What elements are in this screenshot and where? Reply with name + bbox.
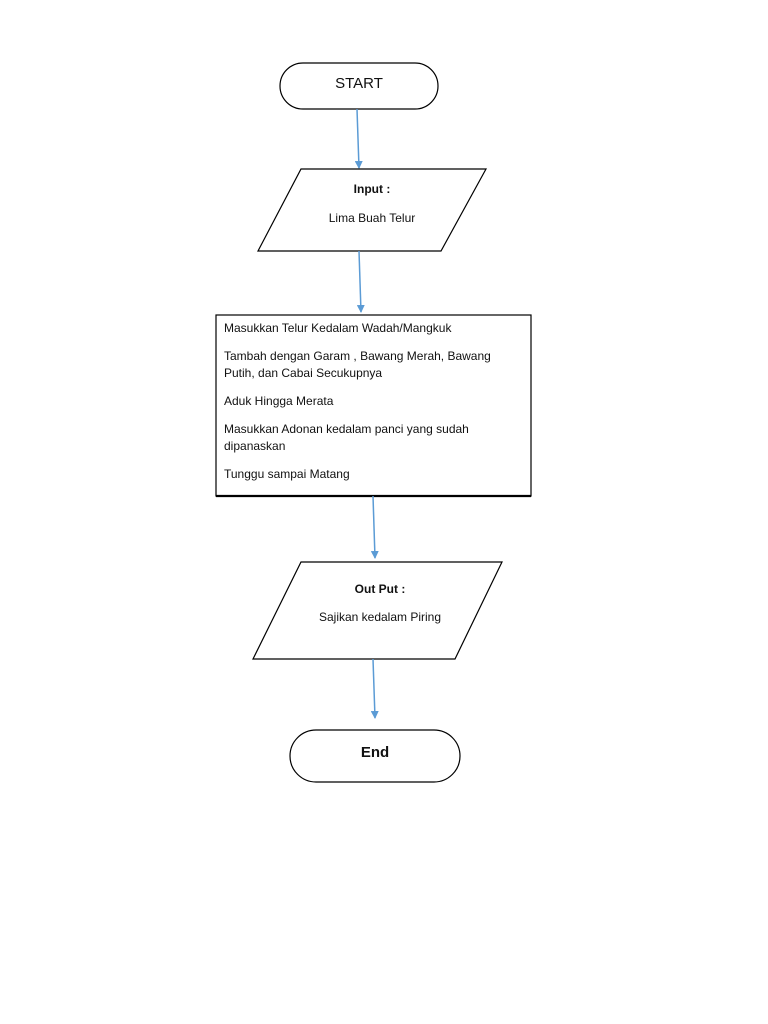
connector-process-to-output [370,495,379,559]
end-terminator [289,729,461,783]
start-label: START [335,75,383,92]
process-step-1: Masukkan Telur Kedalam Wadah/Mangkuk [224,321,452,335]
connector-input-to-process [356,250,365,313]
input-title: Input : [353,182,391,196]
output-title: Out Put : [354,582,406,596]
process-step-4: Masukkan Adonan kedalam panci yang sudah… [224,422,469,453]
process-rectangle [215,314,532,497]
process-step-3: Aduk Hingga Merata [224,394,334,408]
process-step-2: Tambah dengan Garam , Bawang Merah, Bawa… [224,349,491,380]
output-value: Sajikan kedalam Piring [318,610,442,624]
input-parallelogram [257,168,488,252]
output-parallelogram [252,561,503,660]
connector-start-to-input [354,108,363,169]
start-terminator [279,62,439,110]
process-steps: Masukkan Telur Kedalam Wadah/Mangkuk Tam… [216,315,531,496]
end-label: End [360,744,390,761]
connector-output-to-end [370,658,379,719]
process-step-5: Tunggu sampai Matang [224,467,350,481]
input-value: Lima Buah Telur [328,211,416,225]
